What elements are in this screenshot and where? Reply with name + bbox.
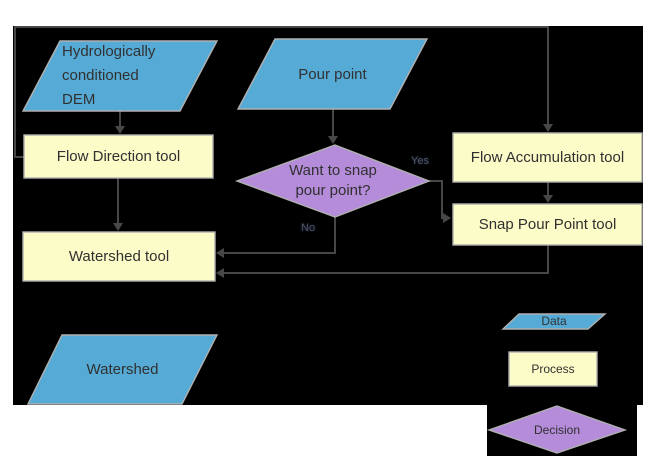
node-flow-accumulation-rect xyxy=(452,132,643,183)
arrowhead-snap-to-watershedtool xyxy=(216,268,224,278)
arrowhead-flowdirection-to-watershedtool xyxy=(113,223,123,231)
node-pour-point-parallelogram xyxy=(236,38,429,110)
edge-decision-yes-to-snap xyxy=(429,180,443,219)
arrowhead-pourpoint-to-decision xyxy=(328,136,338,144)
edge-decision-no-to-watershedtool xyxy=(224,217,336,254)
node-snap-pour-point-rect xyxy=(452,203,643,246)
edge-flowdirection-to-flowaccumulation xyxy=(14,26,549,158)
legend-decision-diamond xyxy=(486,405,628,454)
arrowhead-decision-yes-to-snap xyxy=(443,213,451,223)
legend-process-rect xyxy=(508,351,598,387)
node-dem-parallelogram xyxy=(21,40,219,112)
legend-data-parallelogram xyxy=(501,313,607,330)
arrowhead-flowaccumulation-to-snap xyxy=(543,195,553,203)
node-decision-diamond xyxy=(234,144,431,218)
arrowhead-flowdirection-to-flowaccumulation xyxy=(543,124,553,132)
arrowhead-decision-no-to-watershedtool xyxy=(216,248,224,258)
node-watershed-tool-rect xyxy=(22,231,216,282)
node-watershed-parallelogram xyxy=(26,334,219,405)
arrowhead-dem-to-flowdirection xyxy=(115,126,125,134)
node-flow-direction-rect xyxy=(23,134,214,179)
edge-snap-to-watershedtool xyxy=(224,245,549,274)
